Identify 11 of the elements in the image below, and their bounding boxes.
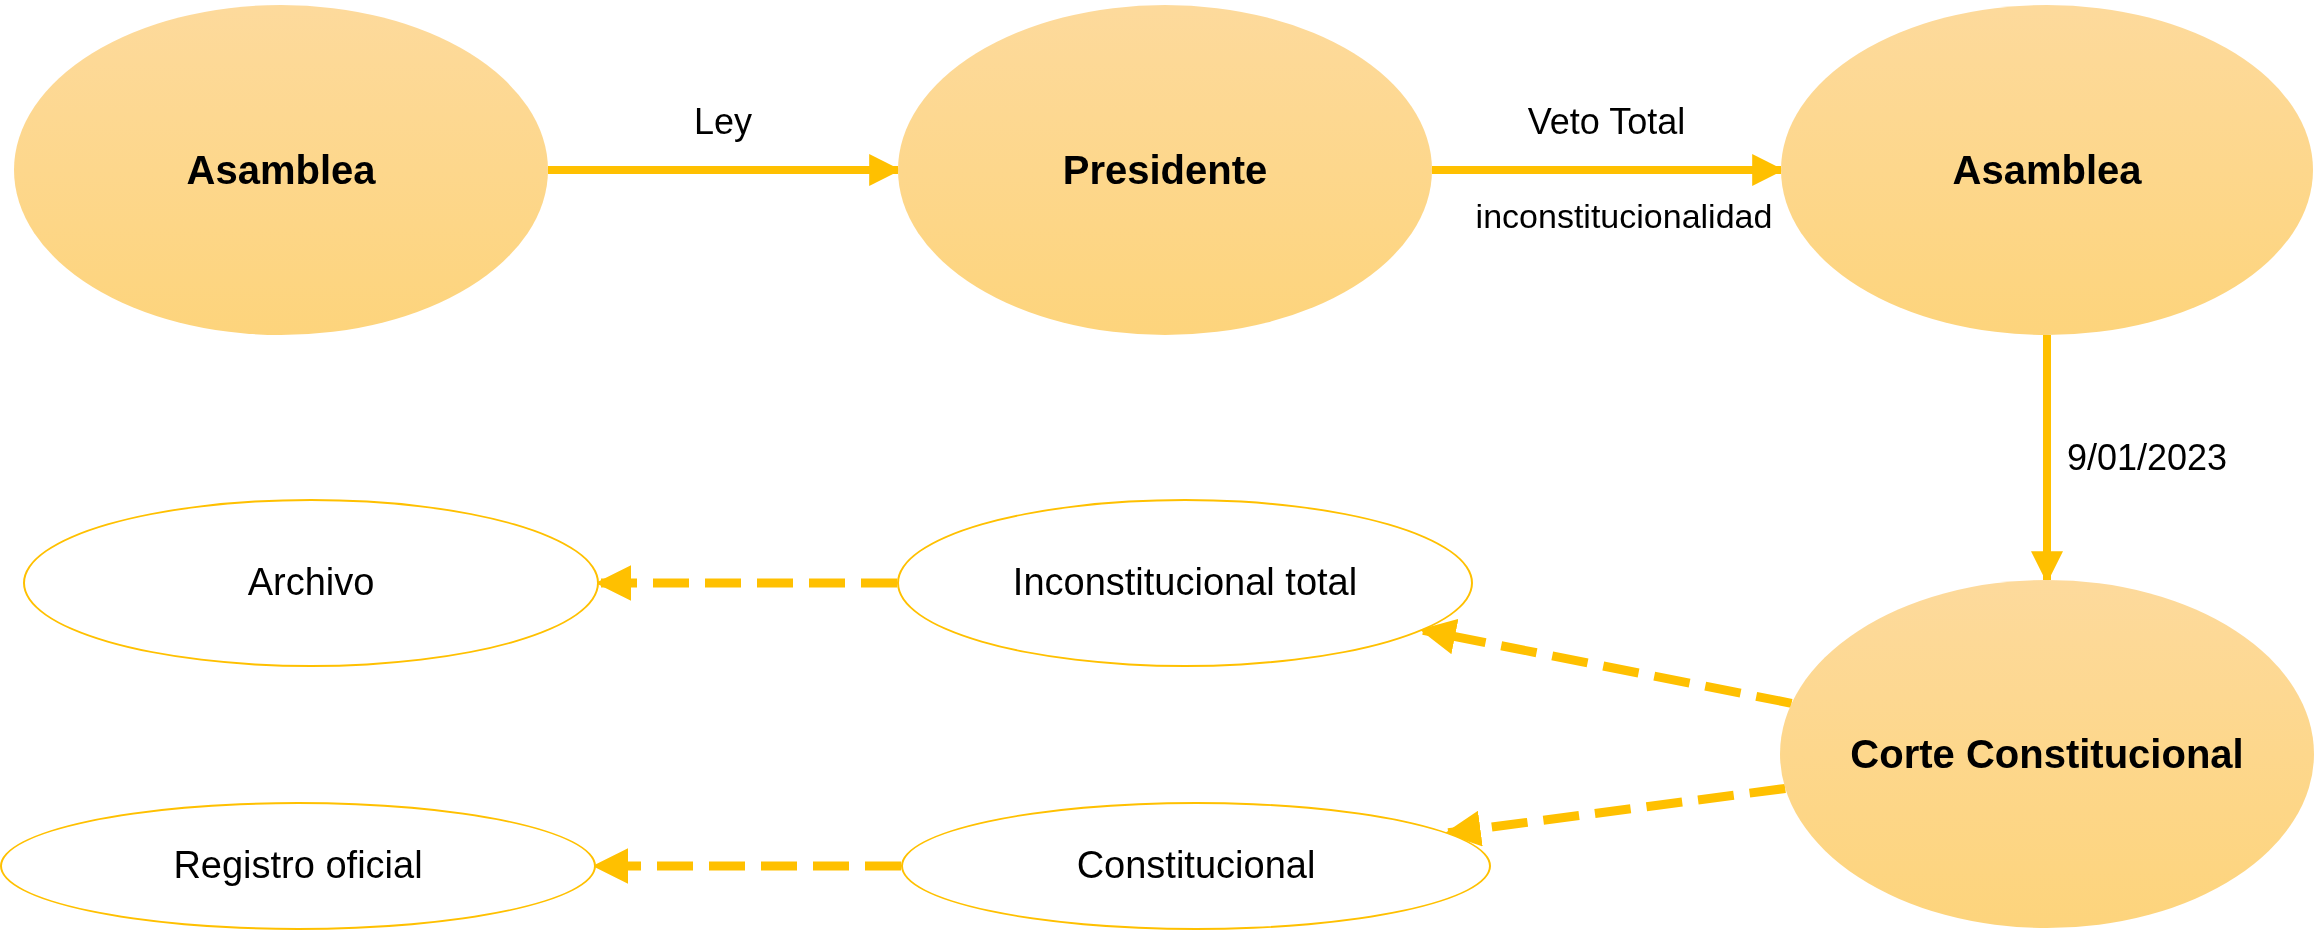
- node-label: Constitucional: [1075, 843, 1317, 889]
- node-label: Asamblea: [1951, 147, 2143, 194]
- arrow: [1444, 783, 1786, 847]
- node-label: Registro oficial: [172, 843, 424, 889]
- node-label: Presidente: [1061, 147, 1269, 194]
- edge-note: inconstitucionalidad: [1475, 196, 1773, 236]
- node-label: Corte Constitucional: [1849, 731, 2245, 778]
- node-label: Archivo: [246, 560, 376, 606]
- node-label: Inconstitucional total: [1011, 560, 1359, 606]
- arrow: [1419, 618, 1793, 708]
- node-label: Asamblea: [185, 147, 377, 194]
